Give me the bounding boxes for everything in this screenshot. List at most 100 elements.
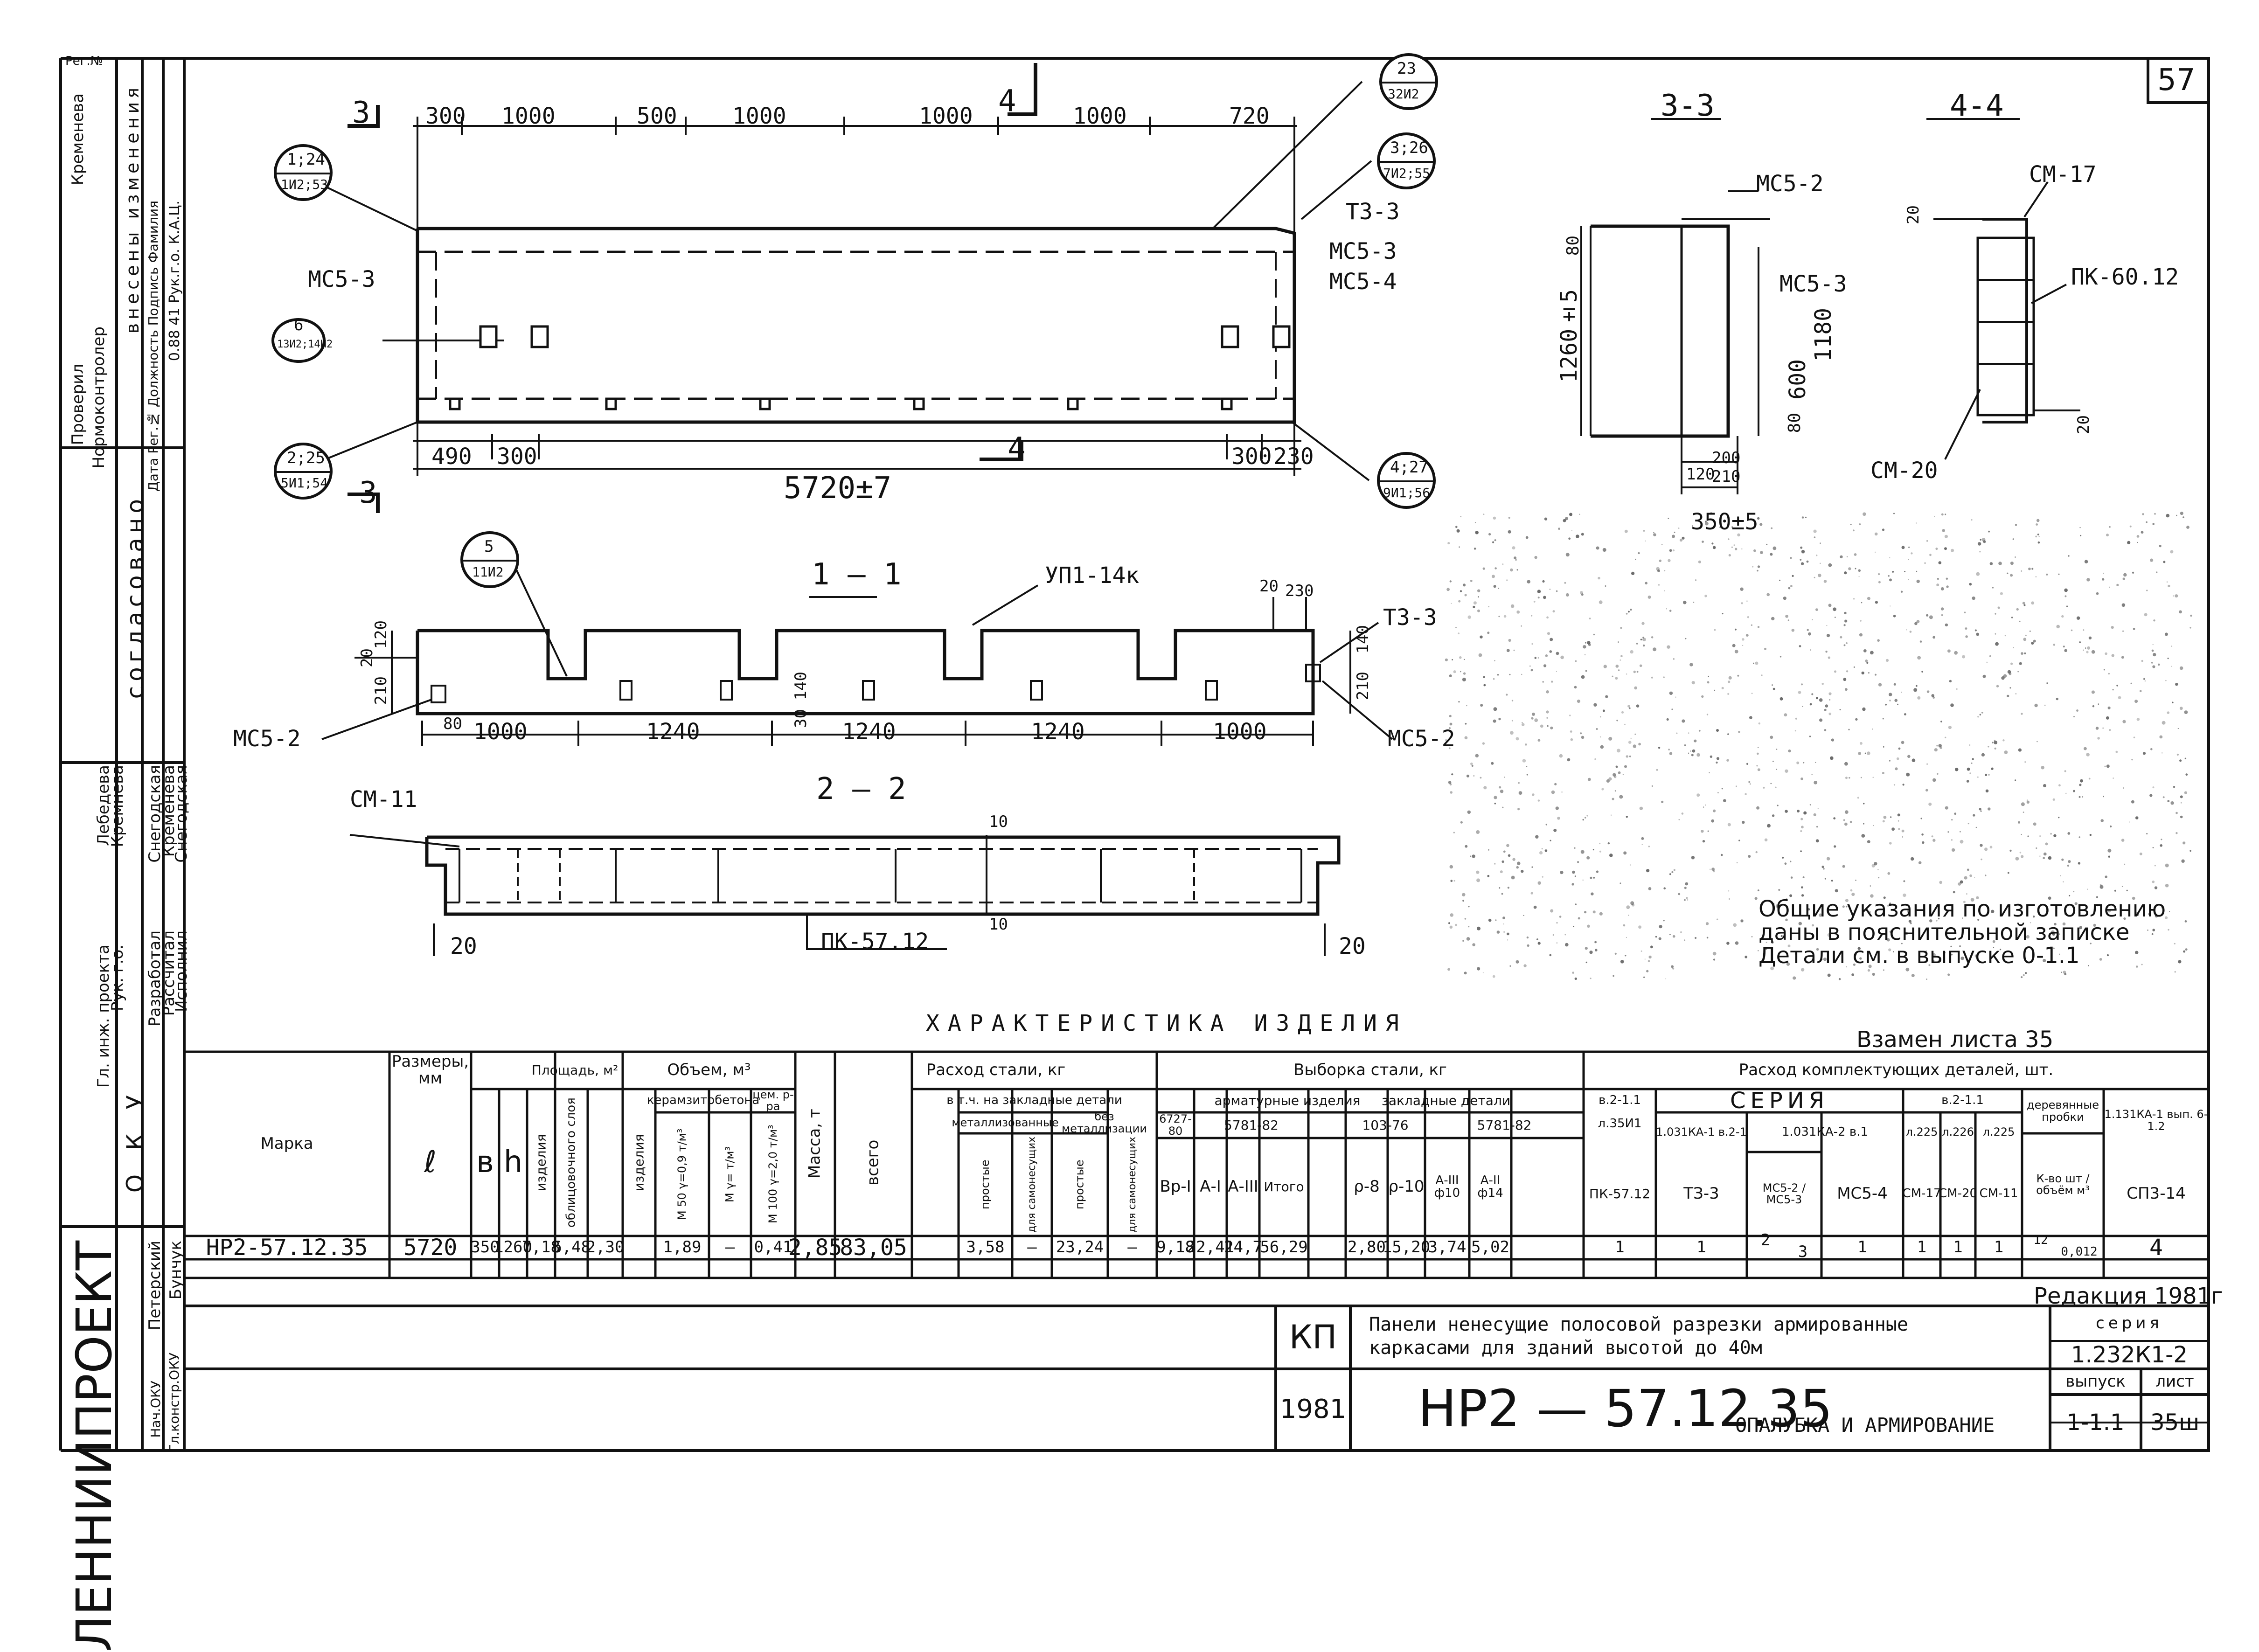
td-tz: 1: [1696, 1238, 1706, 1257]
td-mc52b: 3: [1798, 1242, 1808, 1262]
th-vol: Объем, м³: [667, 1061, 751, 1080]
th-steel: Расход стали, кг: [926, 1061, 1066, 1080]
s11-dim-right-140: 140: [1354, 625, 1372, 654]
td-mass: 2,85: [788, 1234, 842, 1261]
td-sm11: 1: [1994, 1238, 2004, 1257]
td-cem-a: 0,41: [754, 1238, 792, 1257]
s22-dim-20-right: 20: [1339, 933, 1366, 959]
bubble-2-bottom: 5И1;54: [281, 475, 328, 491]
change-col-surname: Фамилия: [146, 201, 161, 263]
tb-list: 35ш: [2150, 1409, 2199, 1436]
s11-dim-1240-1: 1240: [646, 719, 700, 745]
plan-dim-3: 500: [637, 103, 677, 129]
change-cols: Дата Рег.№ Должность Подпись Фамилия: [146, 201, 161, 492]
change-row-surname: К.А.Ц.: [167, 201, 183, 244]
th-keram-b: M γ= т/м³: [723, 1146, 737, 1202]
s33-dim-1180: 1180: [1810, 308, 1836, 362]
s44-dim-top: 20: [1904, 205, 1923, 224]
th-kompl: Расход комплектующих деталей, шт.: [1738, 1061, 2054, 1080]
bubble-3-bottom: 7И2;55: [1383, 166, 1431, 181]
th-arm: арматурные изделия: [1214, 1093, 1361, 1109]
th-steel-all: всего: [863, 1139, 883, 1186]
th-ser1: в.2-1.1: [1599, 1093, 1641, 1108]
bubble-6-top: 6: [294, 316, 304, 334]
tb-subtitle: ОПАЛУБКА И АРМИРОВАНИЕ: [1735, 1414, 1995, 1437]
th-seriya: СЕРИЯ: [1730, 1087, 1829, 1114]
s11-label-tz3: ТЗ-3: [1383, 604, 1437, 631]
role-executed: Исполнил: [172, 930, 191, 1012]
s44-label-sm20: СМ-20: [1870, 458, 1938, 484]
th-keram-a: M 50 γ=0,9 т/м³: [675, 1128, 688, 1220]
td-sm17: 1: [1917, 1238, 1927, 1257]
td-area-obl: 6,48: [552, 1238, 591, 1257]
th-ser1b: л.35И1: [1598, 1117, 1642, 1131]
s44-dim-bottom: 20: [2074, 415, 2093, 434]
th-nometal: без металлизации: [1062, 1110, 1147, 1135]
th-a3: А-III: [1228, 1177, 1258, 1196]
bubble-4-top: 4;27: [1390, 458, 1428, 477]
s22-label-pk57: ПК-57.12: [821, 929, 929, 955]
bubble-6-bottom: 13И2;14И2: [277, 339, 333, 350]
s22-dim-20-left: 20: [450, 933, 477, 959]
th-metal-dlya: для самонесущих: [1026, 1136, 1038, 1233]
th-gost1: 6727-80: [1159, 1112, 1192, 1138]
th-pk: ПК-57.12: [1589, 1186, 1651, 1202]
plan-bottom-dim-3: 300: [1231, 444, 1272, 470]
org-name: ЛЕННИИПРОЕКТ: [66, 1241, 123, 1652]
td-b: 350: [471, 1238, 500, 1257]
td-bp: 9,18: [1156, 1238, 1195, 1257]
section-3-3-title: 3-3: [1661, 89, 1715, 123]
th-area-izd: изделия: [533, 1134, 549, 1191]
td-h: 1260: [494, 1238, 532, 1257]
th-itogo: Итого: [1264, 1179, 1304, 1195]
td-nm-dlya: —: [1127, 1238, 1137, 1257]
misc-chief-designer: Гл.констр.ОКУ: [167, 1353, 182, 1452]
td-marka: НР2-57.12.35: [206, 1234, 368, 1261]
th-marka: Марка: [260, 1134, 313, 1153]
th-ser5: деревянные пробки: [2026, 1098, 2099, 1124]
plan-bottom-dim-1: 490: [431, 444, 472, 470]
s33-label-mc5-2: МС5-2: [1756, 171, 1824, 197]
drawing-sheet: [59, 53, 2210, 1452]
s11-dim-left-210: 210: [372, 676, 390, 705]
plan-label-tz3: ТЗ-3: [1346, 199, 1400, 225]
plan-label-mc5-3-right: МС5-3: [1329, 238, 1397, 264]
name-checked: Кременева: [69, 93, 87, 186]
th-ser4b: л.226: [1942, 1125, 1974, 1138]
th-area: Площадь, м²: [531, 1062, 619, 1078]
td-keram-b: —: [725, 1238, 735, 1257]
plan-label-mc5-4: МС5-4: [1329, 269, 1397, 295]
cut-3-top: 3: [352, 96, 370, 130]
td-sp: 4: [2149, 1234, 2163, 1261]
section-1-1-title: 1 — 1: [812, 557, 902, 592]
tb-desc-1: Панели ненесущие полосовой разрезки арми…: [1369, 1314, 1908, 1335]
s11-label-mc5-2-right: МС5-2: [1388, 726, 1455, 752]
misc-reg-no: Рег.№: [65, 54, 103, 68]
th-gost3: 103-76: [1362, 1117, 1409, 1133]
table-title: ХАРАКТЕРИСТИКА ИЗДЕЛИЯ: [926, 1010, 1407, 1036]
section-2-2-title: 2 — 2: [816, 772, 906, 806]
role-norm-control: Нормоконтролер: [90, 326, 108, 469]
tb-issue: 1-1.1: [2066, 1409, 2125, 1436]
th-sp: СП3-14: [2127, 1184, 2186, 1203]
s11-dim-80: 80: [443, 715, 462, 733]
th-vyb: Выборка стали, кг: [1293, 1061, 1447, 1080]
s44-label-pk60: ПК-60.12: [2071, 264, 2179, 290]
bubble-4-bottom: 9И1;56: [1383, 485, 1431, 500]
s11-dim-1240-3: 1240: [1031, 719, 1085, 745]
th-mass: Масса, т: [805, 1109, 824, 1179]
th-ser4: в.2-1.1: [1941, 1093, 1984, 1108]
th-mc54: МС5-4: [1837, 1184, 1888, 1203]
table-replaces: Взамен листа 35: [1856, 1027, 2054, 1053]
td-l: 5720: [403, 1234, 458, 1261]
table-edition: Редакция 1981г: [2034, 1283, 2223, 1309]
td-nm-prost: 23,24: [1056, 1238, 1104, 1257]
change-col-post: Должность: [146, 330, 161, 408]
td-mc52a: 2: [1760, 1231, 1771, 1250]
th-tz: ТЗ-3: [1683, 1184, 1719, 1203]
td-sm20: 1: [1953, 1238, 1963, 1257]
td-itogo: 56,29: [1260, 1238, 1308, 1257]
note-line-3: Детали см. в выпуске 0-1.1: [1759, 943, 2080, 969]
th-d10: ρ-10: [1388, 1177, 1425, 1196]
bubble-5-top: 5: [484, 537, 494, 556]
